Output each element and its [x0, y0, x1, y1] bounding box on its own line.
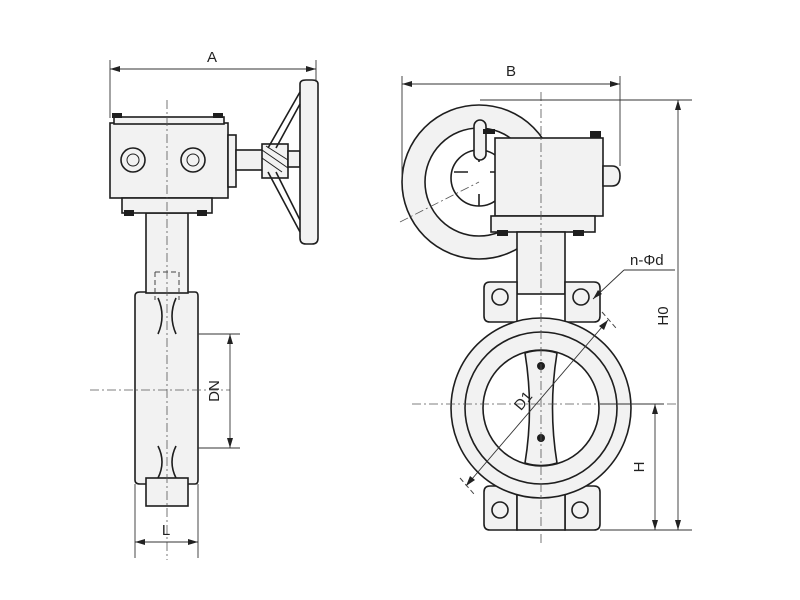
bolt-hole	[491, 288, 509, 306]
bolt-head	[590, 131, 601, 138]
dim-line-d1	[465, 319, 609, 487]
d1-extension	[601, 311, 617, 329]
bolt-head	[573, 230, 584, 236]
handwheel-spoke	[267, 91, 301, 233]
gearbox-side-cap	[227, 134, 237, 188]
handwheel-spoke	[275, 103, 301, 221]
seat-curve	[171, 297, 177, 335]
shaft-end	[287, 150, 301, 168]
side-view: A DN L	[90, 49, 319, 560]
gearbox-port-inner	[126, 153, 140, 167]
top-lug-left	[483, 281, 518, 323]
gearbox-port	[180, 147, 206, 173]
bottom-lug-right	[564, 485, 601, 531]
dim-label-dn: DN	[206, 380, 223, 402]
seat-curve	[157, 297, 163, 335]
handwheel-axis-line	[399, 181, 480, 223]
bolt-head	[497, 230, 508, 236]
nut-hatch	[261, 145, 289, 173]
front-view: B H0 H D1 n-Φd	[399, 63, 692, 545]
gearbox-front	[494, 137, 604, 217]
gearbox-stub	[602, 165, 621, 187]
gearbox-port-inner	[186, 153, 200, 167]
label-n-phi-d: n-Φd	[630, 252, 664, 269]
gearbox-front-flange	[490, 215, 596, 233]
gearbox-side	[109, 122, 229, 199]
bolt-head	[213, 113, 223, 118]
hub-slot	[473, 119, 487, 161]
gearbox-port	[120, 147, 146, 173]
seat-curve	[157, 445, 163, 479]
handwheel-edge	[299, 79, 319, 245]
d1-extension	[459, 477, 475, 495]
bolt-head	[483, 129, 495, 134]
top-lug-right	[564, 281, 601, 323]
bolt-hole	[491, 501, 509, 519]
dim-label-a: A	[207, 49, 217, 66]
bolt-hole	[571, 501, 589, 519]
bolt-head	[112, 113, 122, 118]
disc	[524, 349, 558, 467]
side-body	[134, 291, 199, 485]
dim-label-l: L	[162, 522, 170, 539]
bottom-lug-left	[483, 485, 518, 531]
bolt-head	[197, 210, 207, 216]
gearbox-top-plate	[113, 116, 225, 125]
dim-label-b: B	[506, 63, 516, 80]
dim-label-h: H	[631, 462, 648, 473]
bolt-hole	[572, 288, 590, 306]
seat-curve	[171, 445, 177, 479]
input-shaft	[235, 149, 265, 171]
dim-label-h0: H0	[655, 306, 672, 325]
bolt-head	[124, 210, 134, 216]
